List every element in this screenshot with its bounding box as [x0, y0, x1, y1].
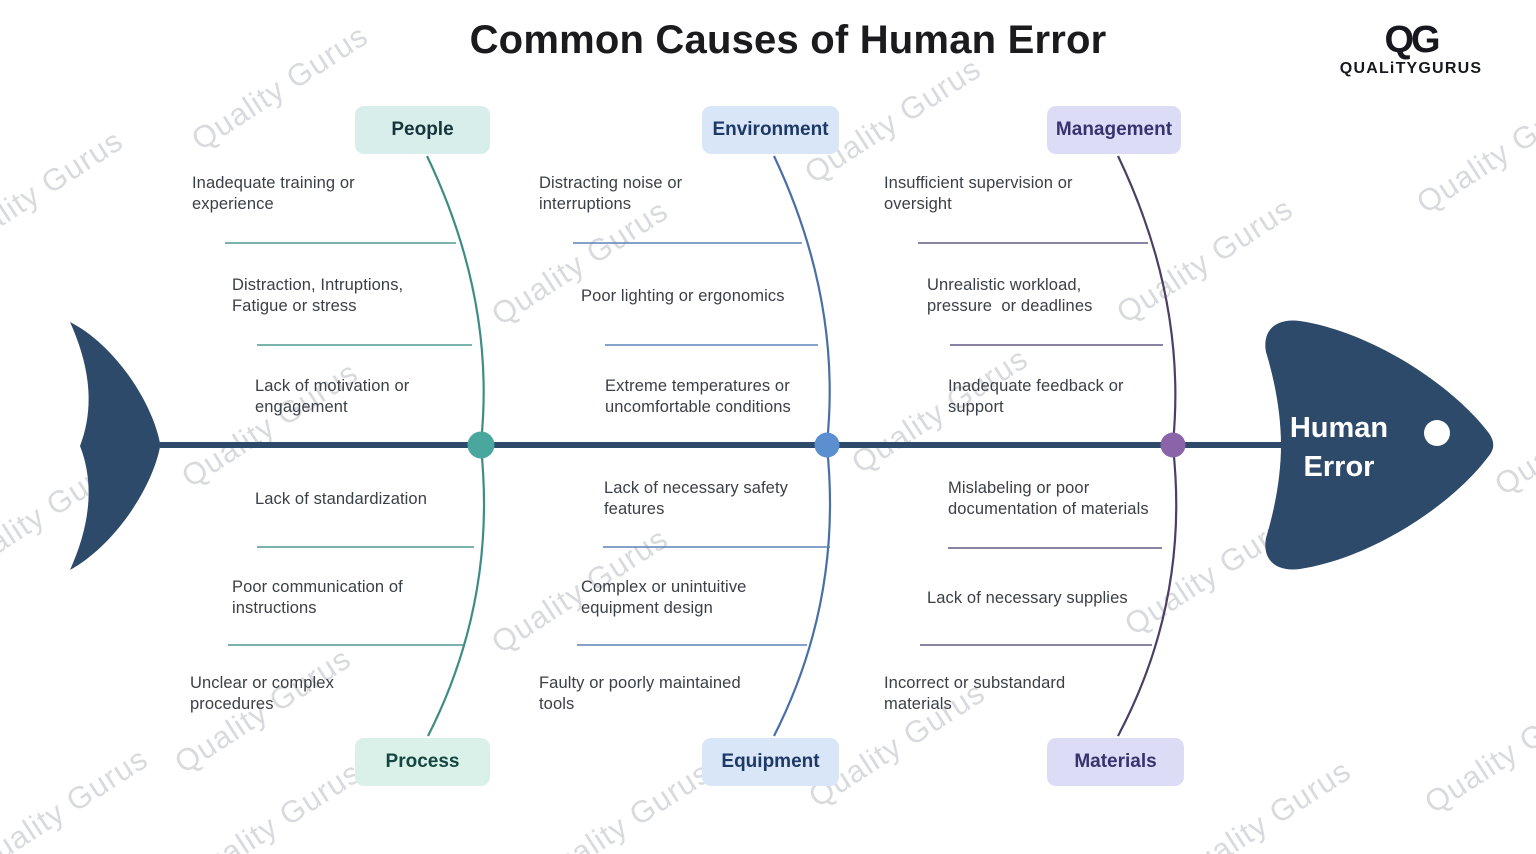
category-badge-management: Management: [1047, 106, 1181, 154]
cause-label: Faulty or poorly maintained tools: [539, 674, 741, 714]
cause-label: Inadequate feedback or support: [948, 377, 1124, 417]
cause-label: Mislabeling or poor documentation of mat…: [948, 479, 1149, 519]
branch-management: [1117, 155, 1177, 444]
cause-label: Lack of standardization: [255, 490, 427, 508]
cause-label: Inadequate training or experience: [192, 174, 355, 214]
logo-name: QUALiTYGURUS: [1339, 60, 1483, 77]
category-badge-process: Process: [355, 738, 490, 786]
cause-label: Poor lighting or ergonomics: [581, 287, 785, 305]
cause-label: Poor communication of instructions: [232, 578, 403, 618]
category-badge-materials: Materials: [1047, 738, 1184, 786]
page-title: Common Causes of Human Error: [469, 18, 1107, 62]
fish-tail: [70, 322, 160, 570]
fish-head: [1265, 320, 1494, 570]
branch-process: [427, 446, 486, 737]
cause-label: Distracting noise or interruptions: [539, 174, 683, 214]
category-badge-environment: Environment: [702, 106, 839, 154]
cause-label: Complex or unintuitive equipment design: [581, 578, 747, 618]
cause-label: Unclear or complex procedures: [190, 674, 334, 714]
logo-monogram: QG: [1384, 19, 1440, 61]
cause-label: Lack of motivation or engagement: [255, 377, 410, 417]
cause-label: Lack of necessary supplies: [927, 589, 1128, 607]
cause-label: Incorrect or substandard materials: [884, 674, 1066, 714]
cause-label: Distraction, Intruptions, Fatigue or str…: [232, 276, 404, 316]
branch-environment: [773, 155, 831, 444]
node-management-materials: [1160, 432, 1186, 458]
node-environment-equipment: [814, 432, 840, 458]
qualitygurus-logo: QG QUALiTYGURUS: [1325, 19, 1497, 78]
cause-label: Extreme temperatures or uncomfortable co…: [605, 377, 791, 417]
cause-label: Unrealistic workload, pressure or deadli…: [927, 276, 1093, 316]
effect-label: Human Error: [1289, 412, 1389, 484]
cause-label: Lack of necessary safety features: [604, 479, 788, 519]
category-badge-people: People: [355, 106, 490, 154]
cause-label: Insufficient supervision or oversight: [884, 174, 1073, 214]
category-badge-equipment: Equipment: [702, 738, 839, 786]
branch-materials: [1117, 446, 1178, 737]
node-people-process: [467, 431, 495, 459]
fish-eye: [1424, 420, 1450, 446]
branch-people: [426, 155, 485, 444]
branch-equipment: [773, 446, 832, 737]
